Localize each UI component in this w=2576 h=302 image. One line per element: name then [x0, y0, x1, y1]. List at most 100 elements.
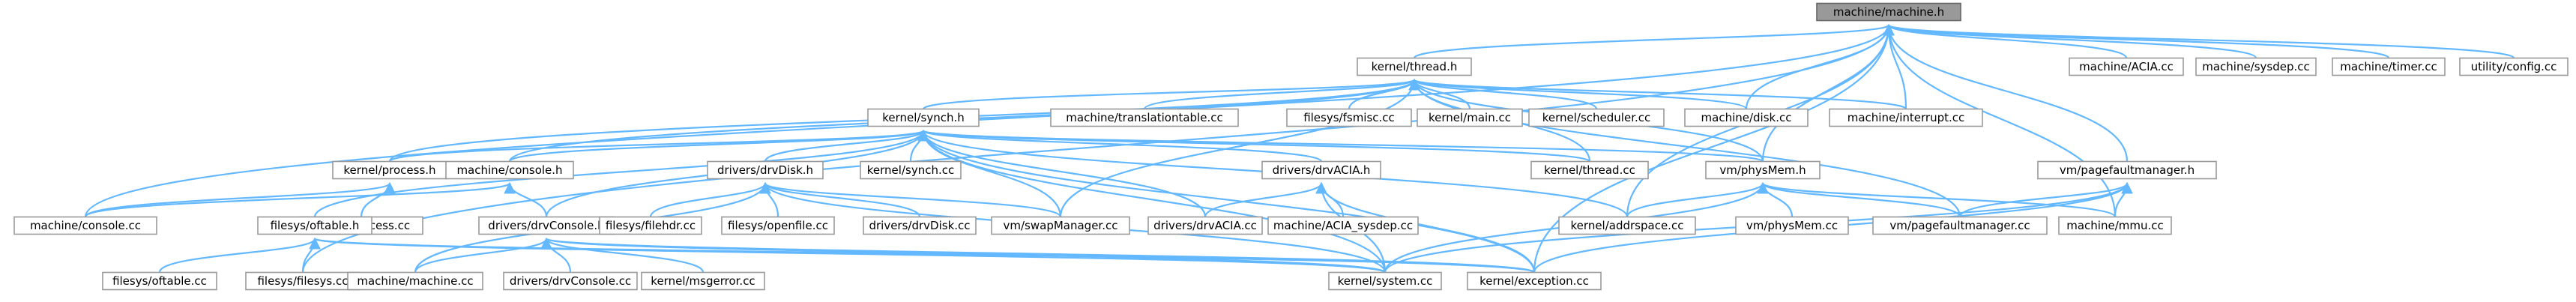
node-box — [1261, 160, 1381, 180]
node-box — [13, 216, 157, 235]
node-thread-cc[interactable]: kernel/thread.cc — [1530, 160, 1649, 180]
node-interrupt-cc[interactable]: machine/interrupt.cc — [1829, 108, 1983, 127]
node-box — [1530, 160, 1649, 180]
edge-synch_h-drvdisk_h — [764, 129, 929, 162]
node-box — [1286, 108, 1412, 127]
node-label: machine/console.h — [456, 163, 562, 177]
node-box — [445, 160, 574, 180]
node-drvconsole-h[interactable]: drivers/drvConsole.h — [478, 216, 615, 235]
edge-synch_h-exception_cc — [917, 129, 1536, 273]
node-openfile-cc[interactable]: filesys/openfile.cc — [721, 216, 835, 235]
node-synch-h[interactable]: kernel/synch.h — [867, 108, 980, 127]
node-label: machine/timer.cc — [2340, 60, 2437, 73]
node-synch-cc[interactable]: kernel/synch.cc — [860, 160, 962, 180]
node-drvacia-cc[interactable]: drivers/drvACIA.cc — [1147, 216, 1263, 235]
edge-drvdisk_h-drvdisk_cc — [759, 181, 921, 217]
node-exception-cc[interactable]: kernel/exception.cc — [1467, 271, 1602, 291]
node-fsmisc-cc[interactable]: filesys/fsmisc.cc — [1286, 108, 1412, 127]
node-filehdr-cc[interactable]: filesys/filehdr.cc — [599, 216, 702, 235]
edge-thread_h-pfm_cc — [1408, 78, 1961, 217]
edge-physmem_h-mmu_cc — [1757, 181, 2117, 218]
node-box — [1357, 57, 1472, 76]
edge-process_h-console_cc — [84, 181, 396, 218]
node-main-cc[interactable]: kernel/main.cc — [1417, 108, 1523, 127]
node-label: machine/interrupt.cc — [1847, 111, 1965, 124]
node-disk-cc[interactable]: machine/disk.cc — [1684, 108, 1809, 127]
node-drvacia-h[interactable]: drivers/drvACIA.h — [1261, 160, 1381, 180]
node-pfm-cc[interactable]: vm/pagefaultmanager.cc — [1872, 216, 2048, 235]
node-mmu-cc[interactable]: machine/mmu.cc — [2058, 216, 2172, 235]
node-box — [860, 160, 962, 180]
node-process-h[interactable]: kernel/process.h — [332, 160, 447, 180]
node-box — [1147, 216, 1263, 235]
node-box — [1829, 108, 1983, 127]
node-box — [1528, 108, 1665, 127]
node-box — [707, 160, 824, 180]
node-root[interactable]: machine/machine.h — [1816, 2, 1961, 22]
edge-drvconsole_h-exception_cc — [541, 237, 1536, 274]
node-label: machine/disk.cc — [1701, 111, 1792, 124]
edge-thread_h-swapmanager_cc — [1059, 78, 1420, 217]
node-addrspace-cc[interactable]: kernel/addrspace.cc — [1558, 216, 1696, 235]
node-swapmanager-cc[interactable]: vm/swapManager.cc — [991, 216, 1130, 235]
node-translationtable-cc[interactable]: machine/translationtable.cc — [1050, 108, 1239, 127]
edge-physmem_h-pfm_cc — [1757, 181, 1961, 217]
node-console-h[interactable]: machine/console.h — [445, 160, 574, 180]
node-physmem-cc[interactable]: vm/physMem.cc — [1735, 216, 1849, 235]
node-label: vm/physMem.h — [1719, 163, 1806, 177]
node-label: vm/physMem.cc — [1746, 219, 1838, 232]
node-box — [1417, 108, 1523, 127]
node-label: filesys/openfile.cc — [728, 219, 828, 232]
node-system-cc[interactable]: kernel/system.cc — [1328, 271, 1442, 291]
edge-drvconsole_h-drvconsole_cc — [540, 237, 572, 273]
node-oftable-h[interactable]: filesys/oftable.h — [257, 216, 372, 235]
node-msgerror-cc[interactable]: kernel/msgerror.cc — [641, 271, 765, 291]
node-label: machine/console.cc — [30, 219, 141, 232]
node-label: kernel/addrspace.cc — [1571, 219, 1684, 232]
node-drvconsole-cc[interactable]: drivers/drvConsole.cc — [503, 271, 638, 291]
node-box — [2459, 57, 2569, 76]
node-acia-cc[interactable]: machine/ACIA.cc — [2069, 57, 2184, 76]
edge-thread_h-translationtable_cc — [1143, 78, 1420, 110]
node-sysdep-cc[interactable]: machine/sysdep.cc — [2195, 57, 2317, 76]
node-console-cc[interactable]: machine/console.cc — [13, 216, 157, 235]
edge-root-mmu_cc — [1883, 23, 2117, 217]
node-scheduler-cc[interactable]: kernel/scheduler.cc — [1528, 108, 1665, 127]
edge-thread_h-scheduler_cc — [1408, 78, 1598, 110]
node-label: machine/machine.h — [1833, 5, 1944, 19]
node-physmem-h[interactable]: vm/physMem.h — [1705, 160, 1821, 180]
edge-synch_h-drvacia_h — [917, 129, 1323, 163]
edge-drvconsole_h-msgerror_cc — [540, 237, 705, 273]
node-thread-h[interactable]: kernel/thread.h — [1357, 57, 1472, 76]
node-label: machine/mmu.cc — [2066, 219, 2164, 232]
node-box — [991, 216, 1130, 235]
node-label: drivers/drvConsole.cc — [510, 274, 631, 288]
node-box — [1467, 271, 1602, 291]
edge-root-console_cc — [84, 23, 1895, 217]
node-box — [2332, 57, 2446, 76]
node-label: kernel/synch.h — [882, 111, 964, 124]
node-drvdisk-h[interactable]: drivers/drvDisk.h — [707, 160, 824, 180]
edge-root-pfm_h — [1883, 23, 2129, 162]
edge-drvacia_h-exception_cc — [1315, 181, 1536, 273]
node-label: drivers/drvACIA.cc — [1153, 219, 1257, 232]
node-label: kernel/thread.h — [1372, 60, 1458, 73]
node-filesys-cc[interactable]: filesys/filesys.cc — [245, 271, 361, 291]
node-label: drivers/drvDisk.cc — [869, 219, 970, 232]
node-box — [1328, 271, 1442, 291]
node-drvdisk-cc[interactable]: drivers/drvDisk.cc — [863, 216, 977, 235]
node-label: machine/ACIA.cc — [2079, 60, 2174, 73]
node-pfm-h[interactable]: vm/pagefaultmanager.h — [2037, 160, 2217, 180]
node-box — [257, 216, 372, 235]
edge-synch_h-physmem_h — [918, 129, 1764, 163]
node-config-cc[interactable]: utility/config.cc — [2459, 57, 2569, 76]
node-box — [1816, 2, 1961, 22]
node-acia-sysdep-cc[interactable]: machine/ACIA_sysdep.cc — [1267, 216, 1419, 235]
node-box — [1050, 108, 1239, 127]
node-timer-cc[interactable]: machine/timer.cc — [2332, 57, 2446, 76]
node-oftable-cc[interactable]: filesys/oftable.cc — [102, 271, 217, 291]
edge-root-timer_cc — [1883, 23, 2390, 59]
node-machine-cc[interactable]: machine/machine.cc — [347, 271, 483, 291]
node-label: vm/swapManager.cc — [1004, 219, 1118, 232]
